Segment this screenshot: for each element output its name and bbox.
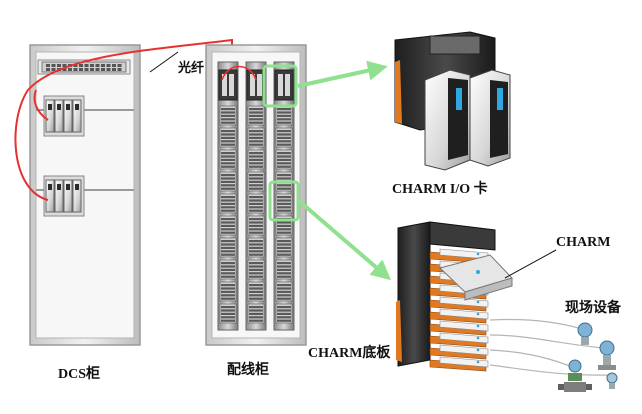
- arrow-to-baseplate: [296, 198, 392, 281]
- fiber-cable: [14, 38, 233, 201]
- fiber-label: 光纤: [178, 61, 205, 76]
- fiber-cable-branch: [33, 89, 49, 121]
- dcs-controller-rack-1: [43, 95, 85, 137]
- marshalling-fiber-loop: [221, 65, 257, 81]
- charm-io-card-illustration: [394, 31, 511, 171]
- arrow-to-io-card: [297, 60, 388, 88]
- charm-leader-line: [504, 249, 557, 279]
- fiber-leader-line: [149, 51, 179, 73]
- charm-label: CHARM: [556, 235, 611, 250]
- dcs-cabinet: [29, 44, 141, 346]
- field-device-transmitter: [577, 322, 593, 345]
- field-device-gauge: [606, 372, 618, 389]
- network-switch: [41, 61, 127, 73]
- field-device-flowmeter: [598, 340, 616, 370]
- marshalling-cabinet-label: 配线柜: [227, 363, 269, 378]
- charm-io-card-label: CHARM I/O 卡: [392, 182, 488, 197]
- field-devices-label: 现场设备: [565, 301, 621, 316]
- charm-baseplate-label: CHARM底板: [308, 346, 391, 361]
- marshalling-column: [217, 61, 239, 331]
- marshalling-column: [273, 61, 295, 331]
- field-device-valve: [558, 359, 592, 392]
- charm-baseplate-illustration: [396, 221, 513, 372]
- highlight-io-card: [262, 64, 298, 108]
- dcs-cabinet-label: DCS柜: [58, 367, 101, 382]
- dcs-controller-rack-2: [43, 175, 85, 217]
- field-wires: [489, 318, 613, 376]
- marshalling-cabinet: [205, 44, 307, 346]
